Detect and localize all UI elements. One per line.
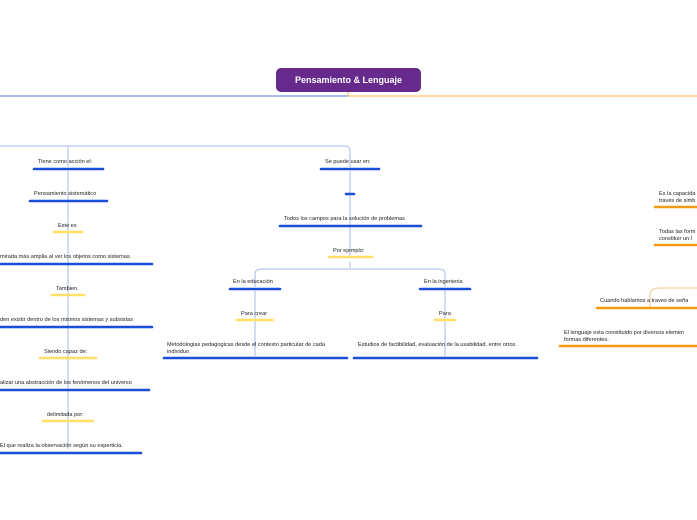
node-ingenieria[interactable]: En la ingenieria [424,279,463,285]
connector-este-es[interactable]: Este es [58,223,77,229]
node-mirada[interactable]: mirada más amplia al ver los objetos com… [0,254,132,260]
middle-split-line [254,262,446,287]
node-usar[interactable]: Se puede usar en: [325,159,371,165]
node-accion[interactable]: Tiene como acción el: [38,159,93,165]
node-abstraccion[interactable]: alizar una abstracción de los fenómenos … [0,380,132,386]
node-pensamiento-sistematico[interactable]: Pensamiento sistemático [34,191,97,197]
branch-bracket-line [0,145,351,167]
connector-para-crear[interactable]: Para crear [241,311,268,317]
node-senas[interactable]: Cuando hablamos a traves de seña [600,298,689,304]
node-observacion[interactable]: El que realiza la observación según su e… [0,443,123,449]
right-curve-line [649,287,697,307]
root-topic[interactable]: Pensamiento & Lenguaje [276,68,421,92]
connector-para[interactable]: Para [439,311,451,317]
root-right-line [347,92,697,97]
node-capacidad[interactable]: Es la capacida través de simb [659,191,696,205]
node-sistemas[interactable]: den existir dentro de los mismos sistema… [0,317,134,323]
connector-capaz[interactable]: Siendo capaz de: [44,349,88,355]
connector-delimitada[interactable]: delimitada por: [47,412,84,418]
connector-tambien[interactable]: Tambien. [56,286,79,292]
node-metodologias[interactable]: Metodologias pedagogicas desde el contex… [167,342,325,356]
node-educacion[interactable]: En la educación [233,279,273,285]
node-formas[interactable]: Todas las form constituir un l [659,229,696,243]
node-campos[interactable]: Todos los campos para la solución de pro… [284,216,405,222]
node-estudios[interactable]: Estudios de factibilidad, evaluación de … [358,342,517,348]
root-left-line [0,92,349,97]
node-lenguaje[interactable]: El lenguaje esta constituido por diverso… [564,330,685,344]
connector-ejemplo[interactable]: Por ejemplo: [333,248,365,254]
